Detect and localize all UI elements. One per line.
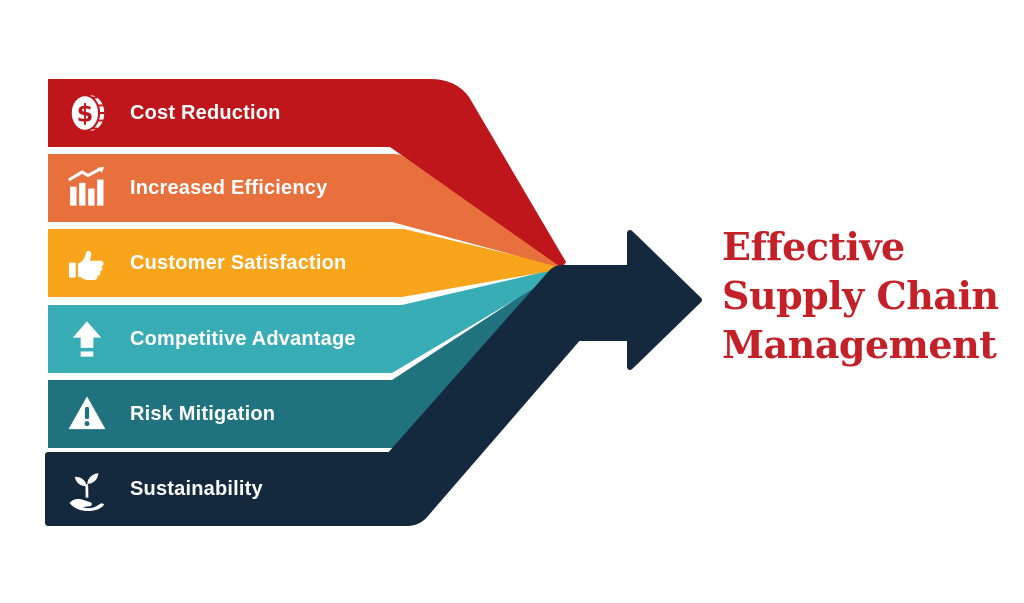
up-arrow-icon <box>64 316 110 362</box>
ribbon-cost-reduction <box>48 79 566 268</box>
band-customer-satisfaction: Customer Satisfaction <box>48 229 426 297</box>
warning-triangle-icon <box>64 391 110 437</box>
ribbon-increased-efficiency <box>48 154 562 268</box>
dollar-coin-icon: $ <box>64 90 110 136</box>
band-label: Competitive Advantage <box>130 327 356 350</box>
thumbs-up-icon <box>64 240 110 286</box>
band-label: Cost Reduction <box>130 101 281 124</box>
band-label: Risk Mitigation <box>130 402 276 425</box>
title-line-1: Effective <box>722 224 905 269</box>
ribbon-competitive-advantage <box>48 268 563 373</box>
band-sustainability: Sustainability <box>48 455 426 523</box>
hand-plant-icon <box>64 466 110 512</box>
band-label: Customer Satisfaction <box>130 251 347 274</box>
title-line-3: Management <box>722 322 997 367</box>
diagram-title: Effective Supply Chain Management <box>722 222 1022 369</box>
ribbon-customer-satisfaction <box>48 229 562 297</box>
band-cost-reduction: $ Cost Reduction <box>48 79 426 147</box>
band-label: Increased Efficiency <box>130 176 328 199</box>
bar-chart-growth-icon <box>64 165 110 211</box>
band-competitive-advantage: Competitive Advantage <box>48 305 426 373</box>
band-increased-efficiency: Increased Efficiency <box>48 154 426 222</box>
svg-text:$: $ <box>77 99 94 127</box>
band-risk-mitigation: Risk Mitigation <box>48 380 426 448</box>
band-label: Sustainability <box>130 477 263 500</box>
arrow-shape <box>45 230 702 526</box>
title-line-2: Supply Chain <box>722 273 999 318</box>
